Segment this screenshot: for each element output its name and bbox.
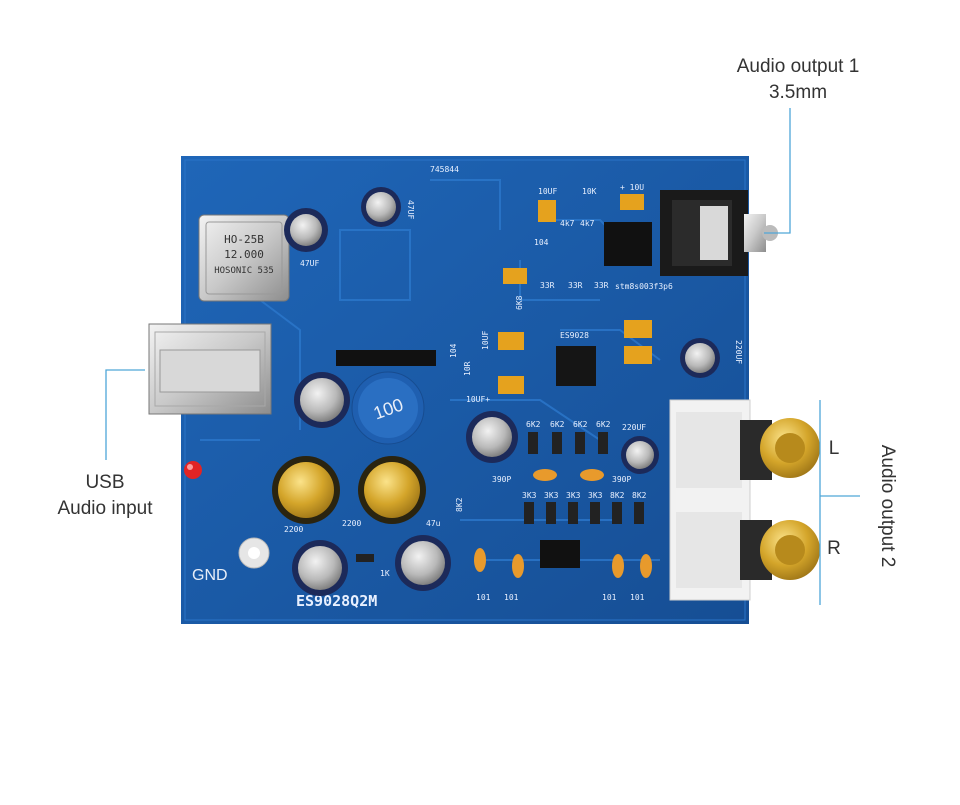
gold-cap-2: 2200 — [342, 456, 426, 528]
ceramic-cap-1 — [533, 469, 557, 481]
svg-text:4k7: 4k7 — [560, 219, 575, 228]
cap-bottom-1 — [292, 540, 348, 596]
es9028-chip: ES9028 — [556, 331, 596, 386]
callout-audio-output-2: Audio output 2 — [877, 444, 898, 568]
svg-text:4k7: 4k7 — [580, 219, 595, 228]
usb-b-connector — [148, 323, 272, 415]
svg-text:33R: 33R — [568, 281, 583, 290]
red-led — [184, 461, 202, 479]
svg-text:2200: 2200 — [342, 519, 361, 528]
tantalum-6 — [498, 332, 524, 350]
model-label: ES9028Q2M — [296, 592, 377, 610]
serial-label: 745844 — [430, 165, 459, 174]
annotation-lines — [105, 108, 860, 605]
cap-bottom-2: 47u — [395, 519, 451, 591]
resistor-row-6k2 — [528, 432, 608, 454]
tantalum-3 — [503, 268, 527, 284]
tantalum-5 — [624, 346, 652, 364]
callout-line-output1 — [764, 108, 791, 234]
svg-text:6K2: 6K2 — [596, 420, 611, 429]
svg-text:10UF: 10UF — [481, 331, 490, 350]
cap-right-220: 220UF — [680, 338, 743, 378]
svg-text:33R: 33R — [540, 281, 555, 290]
tantalum-1 — [538, 200, 556, 222]
svg-text:6K8: 6K8 — [515, 295, 524, 310]
channel-left-label: L — [828, 438, 840, 459]
oscillator-line2: 12.000 — [224, 248, 264, 261]
svg-text:390P: 390P — [612, 475, 631, 484]
ceramic-caps-bottom — [474, 548, 652, 578]
svg-text:10UF+: 10UF+ — [466, 395, 490, 404]
svg-text:104: 104 — [534, 238, 549, 247]
cap-47uf-side: 47UF — [361, 187, 415, 227]
cap-47uf-top: 47UF — [284, 208, 328, 268]
headphone-jack — [660, 190, 778, 276]
tantalum-2 — [620, 194, 644, 210]
svg-text:47UF: 47UF — [406, 200, 415, 219]
tantalum-4 — [624, 320, 652, 338]
svg-text:10UF: 10UF — [538, 187, 557, 196]
svg-text:101: 101 — [630, 593, 645, 602]
cap-left-1 — [294, 372, 350, 428]
ceramic-cap-2 — [580, 469, 604, 481]
oscillator-line1: HO-25B — [224, 233, 264, 246]
resistor-row-3k3 — [524, 502, 644, 524]
svg-text:6K2: 6K2 — [550, 420, 565, 429]
callout-audio-output-1-line1: Audio output 1 — [736, 56, 860, 77]
tantalum-7 — [498, 376, 524, 394]
svg-text:101: 101 — [504, 593, 519, 602]
svg-text:104: 104 — [449, 343, 458, 358]
callout-audio-output-1-line2: 3.5mm — [768, 82, 828, 103]
cap-220uf-mid: 220UF — [621, 423, 659, 474]
svg-text:47UF: 47UF — [300, 259, 319, 268]
svg-text:47u: 47u — [426, 519, 441, 528]
svg-text:6K2: 6K2 — [526, 420, 541, 429]
svg-text:10K: 10K — [582, 187, 597, 196]
svg-text:8K2: 8K2 — [610, 491, 625, 500]
svg-text:+ 10U: + 10U — [620, 183, 644, 192]
rca-connector-block — [669, 399, 751, 601]
gold-cap-1: 2200 — [272, 456, 340, 534]
svg-text:8K2: 8K2 — [632, 491, 647, 500]
callout-usb-line2: Audio input — [57, 498, 153, 519]
callout-usb-line1: USB — [85, 472, 125, 493]
svg-text:101: 101 — [602, 593, 617, 602]
inductor-100: 100 — [351, 371, 425, 445]
channel-right-label: R — [827, 538, 841, 559]
cap-mid: 10UF+ — [466, 395, 518, 463]
mcu-chip — [604, 222, 652, 266]
svg-text:3K3: 3K3 — [544, 491, 559, 500]
svg-text:220UF: 220UF — [734, 340, 743, 364]
svg-text:3K3: 3K3 — [588, 491, 603, 500]
svg-text:8K2: 8K2 — [455, 497, 464, 512]
svg-text:390P: 390P — [492, 475, 511, 484]
svg-text:2200: 2200 — [284, 525, 303, 534]
svg-text:3K3: 3K3 — [566, 491, 581, 500]
svg-text:6K2: 6K2 — [573, 420, 588, 429]
svg-text:10R: 10R — [463, 361, 472, 376]
bridge-ic — [336, 350, 436, 366]
oscillator-line3: HOSONIC 535 — [214, 266, 274, 276]
r-1k-label: 1K — [380, 569, 390, 578]
smd-resistor — [356, 554, 374, 562]
opamp-chip — [540, 540, 580, 568]
callout-usb: USB Audio input — [30, 470, 180, 522]
callout-audio-output-1: Audio output 1 3.5mm — [718, 54, 878, 106]
mcu-label: stm8s003f3p6 — [615, 282, 673, 291]
rca-left — [740, 418, 820, 480]
svg-text:220UF: 220UF — [622, 423, 646, 432]
rca-right — [740, 520, 820, 580]
svg-text:3K3: 3K3 — [522, 491, 537, 500]
svg-text:101: 101 — [476, 593, 491, 602]
svg-text:33R: 33R — [594, 281, 609, 290]
gnd-label: GND — [192, 567, 228, 584]
crystal-oscillator: HO-25B 12.000 HOSONIC 535 — [198, 214, 290, 302]
callout-line-usb — [105, 369, 145, 460]
svg-text:ES9028: ES9028 — [560, 331, 589, 340]
